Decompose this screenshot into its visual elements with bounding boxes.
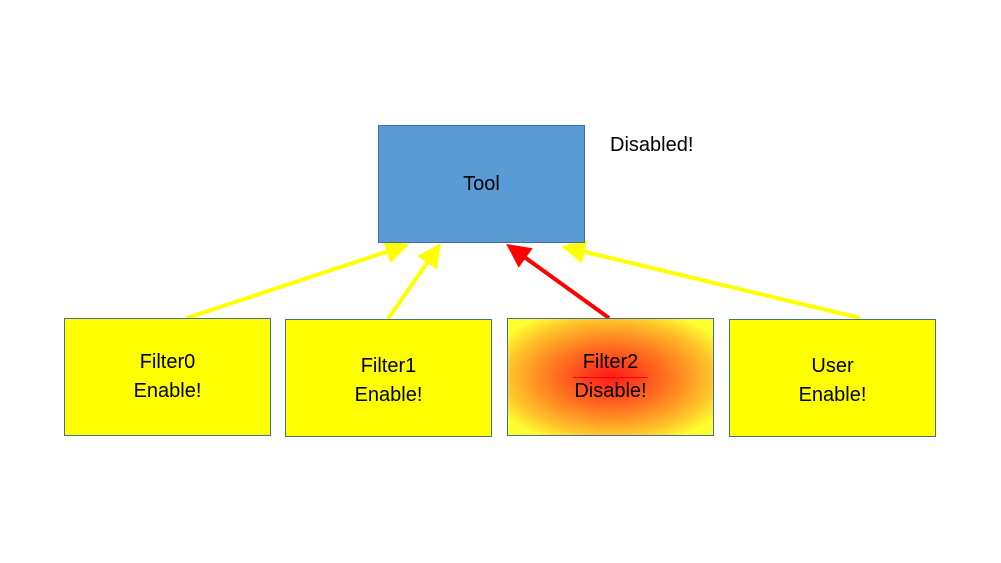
filter2-name: Filter2 (583, 348, 639, 377)
user-box[interactable]: User Enable! (729, 319, 936, 437)
filter2-status: Disable! (574, 380, 647, 402)
arrow-filter0-to-tool (186, 240, 410, 320)
arrow-filter2-to-tool (506, 243, 611, 320)
user-name: User (811, 355, 854, 377)
arrow-user-to-tool (561, 240, 861, 320)
filter0-status: Enable! (133, 380, 202, 402)
filter2-box[interactable]: Filter2 Disable! (507, 318, 714, 436)
tool-status-label: Disabled! (610, 134, 694, 156)
filter1-name: Filter1 (360, 355, 417, 377)
filter0-name: Filter0 (139, 351, 196, 373)
tool-box[interactable]: Tool (378, 125, 585, 243)
filter1-box[interactable]: Filter1 Enable! (285, 319, 492, 437)
filter1-status: Enable! (354, 384, 423, 406)
tool-label: Tool (463, 172, 500, 195)
arrow-filter1-to-tool (386, 243, 441, 321)
user-status: Enable! (798, 384, 867, 406)
filter0-box[interactable]: Filter0 Enable! (64, 318, 271, 436)
